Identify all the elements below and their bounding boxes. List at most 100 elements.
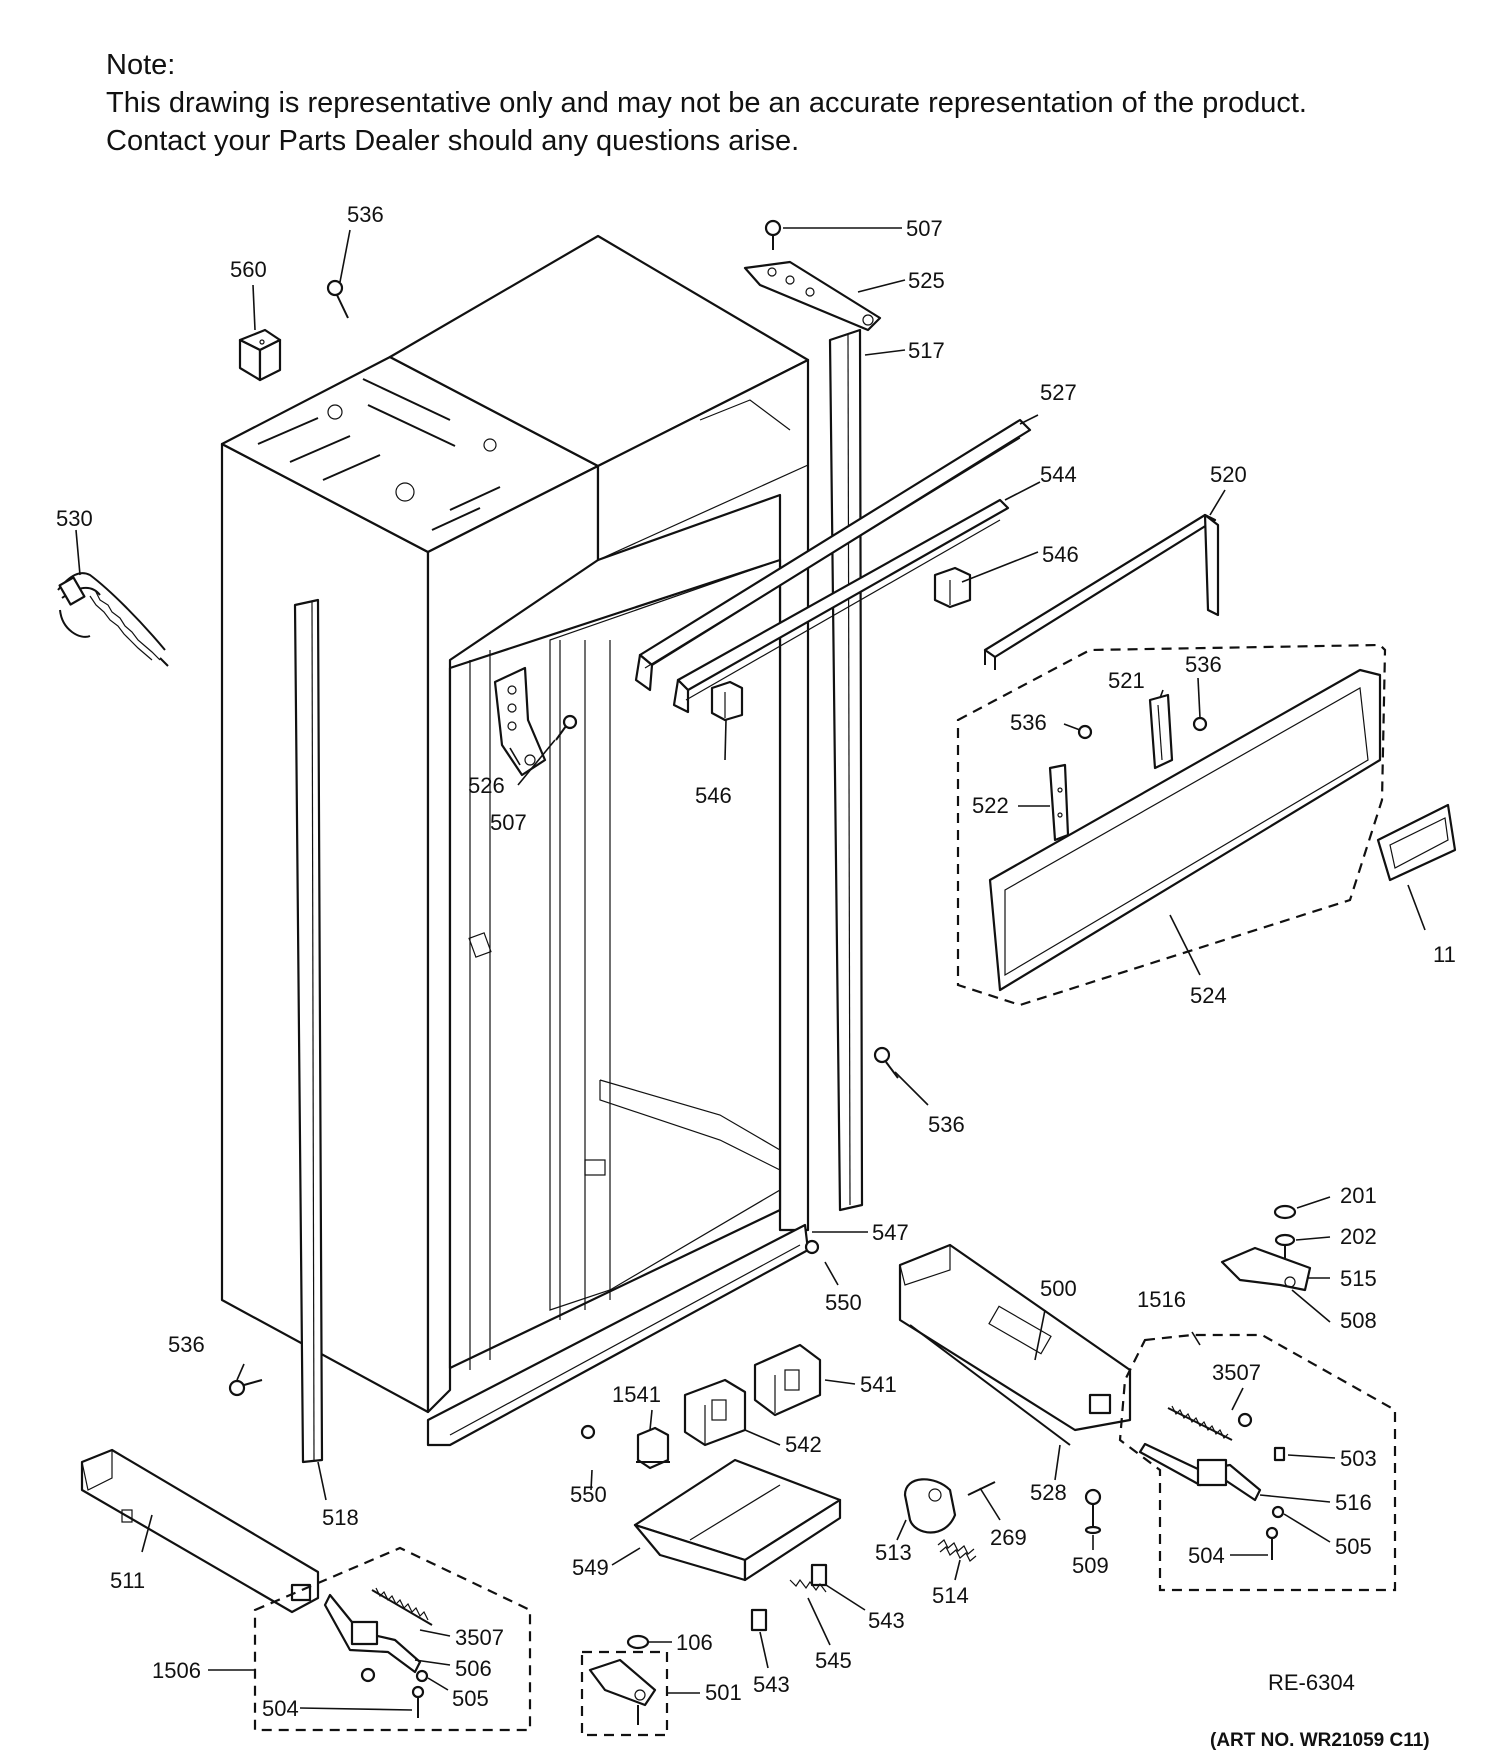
pin-202	[1274, 1233, 1296, 1258]
component-541	[753, 1343, 822, 1417]
screw-1506	[360, 1667, 376, 1683]
label-515: 515	[1340, 1266, 1377, 1291]
label-269: 269	[990, 1525, 1027, 1550]
screw-550-upper	[804, 1239, 820, 1255]
art-number: (ART NO. WR21059 C11)	[1210, 1730, 1430, 1751]
washer-505-right	[1271, 1505, 1285, 1519]
label-550-b: 550	[570, 1482, 607, 1507]
label-536-c: 536	[1010, 710, 1047, 735]
rod-528	[909, 1324, 1071, 1446]
foot-543-right	[810, 1563, 828, 1587]
note-line-1: This drawing is representative only and …	[106, 87, 1307, 119]
label-506: 506	[455, 1656, 492, 1681]
label-541: 541	[860, 1372, 897, 1397]
label-503: 503	[1340, 1446, 1377, 1471]
label-505-b: 505	[452, 1686, 489, 1711]
screw-507-mid	[555, 714, 578, 741]
label-516: 516	[1335, 1490, 1372, 1515]
bushing-201	[1273, 1204, 1297, 1220]
label-536-b: 536	[1185, 652, 1222, 677]
label-11: 11	[1433, 942, 1456, 967]
label-1506: 1506	[152, 1658, 201, 1683]
screw-550-lower	[580, 1424, 596, 1440]
label-549: 549	[572, 1555, 609, 1580]
label-518: 518	[322, 1505, 359, 1530]
label-504-b: 504	[262, 1696, 299, 1721]
reference-code: RE-6304	[1268, 1670, 1355, 1695]
label-106: 106	[676, 1630, 713, 1655]
label-530: 530	[56, 506, 93, 531]
label-507-a: 507	[906, 216, 943, 241]
label-500: 500	[1040, 1276, 1077, 1301]
label-547: 547	[872, 1220, 909, 1245]
front-rail-547	[426, 1223, 810, 1447]
screw-536-grille-a	[1077, 724, 1093, 740]
label-546-b: 546	[695, 783, 732, 808]
label-202: 202	[1340, 1224, 1377, 1249]
label-522: 522	[972, 793, 1009, 818]
grille-frame-524	[988, 668, 1382, 992]
label-201: 201	[1340, 1183, 1377, 1208]
closer-assembly-region-1516	[1118, 1333, 1397, 1592]
bracket-560	[238, 328, 282, 382]
label-536-d: 536	[928, 1112, 965, 1137]
screw-509	[1084, 1488, 1102, 1535]
control-housing-500	[898, 1243, 1132, 1432]
label-526: 526	[468, 773, 505, 798]
spring-3507-left	[371, 1587, 433, 1626]
motor-513	[903, 1478, 957, 1534]
rail-527	[634, 418, 1032, 692]
tray-549	[633, 1458, 842, 1582]
closer-assembly-region-1506	[253, 1546, 532, 1732]
leader-lines	[75, 227, 1426, 1711]
screw-536-right	[873, 1046, 899, 1079]
cam-arm-506	[323, 1593, 422, 1674]
washer-505-left	[415, 1669, 429, 1683]
screw-3507-right	[1237, 1412, 1253, 1428]
screw-504-right	[1265, 1526, 1279, 1560]
note-heading: Note:	[106, 49, 176, 81]
trim-strip-518	[293, 598, 324, 1464]
label-527: 527	[1040, 380, 1077, 405]
label-525: 525	[908, 268, 945, 293]
label-560: 560	[230, 257, 267, 282]
label-517: 517	[908, 338, 945, 363]
note-line-2: Contact your Parts Dealer should any que…	[106, 125, 800, 157]
hinge-522	[1048, 763, 1070, 842]
top-hinge-525	[743, 260, 882, 332]
label-1541: 1541	[612, 1382, 661, 1407]
label-514: 514	[932, 1583, 969, 1608]
label-542: 542	[785, 1432, 822, 1457]
label-524: 524	[1190, 983, 1227, 1008]
trim-strip-517	[828, 328, 864, 1212]
label-509: 509	[1072, 1553, 1109, 1578]
label-544: 544	[1040, 462, 1077, 487]
spring-514	[937, 1539, 977, 1562]
label-505-a: 505	[1335, 1534, 1372, 1559]
label-545: 545	[815, 1648, 852, 1673]
label-528: 528	[1030, 1480, 1067, 1505]
hinge-521	[1148, 693, 1174, 770]
screw-504-left	[411, 1685, 425, 1718]
screw-269	[967, 1481, 996, 1496]
cabinet-case	[220, 234, 810, 1414]
rail-544	[672, 498, 1010, 714]
screw-507-top	[764, 219, 782, 250]
label-504-a: 504	[1188, 1543, 1225, 1568]
label-501: 501	[705, 1680, 742, 1705]
switch-546-lower	[710, 680, 744, 722]
label-543-b: 543	[753, 1672, 790, 1697]
spring-3507-right	[1167, 1405, 1233, 1441]
grille-assembly-region-524	[956, 643, 1387, 1007]
spring-545	[789, 1578, 827, 1593]
hinge-assembly-region-501	[580, 1650, 669, 1737]
switch-546-upper	[933, 566, 972, 609]
power-cord-530	[57, 572, 169, 667]
disclaimer-note: Note: This drawing is representative onl…	[106, 46, 1307, 160]
bushing-503	[1273, 1446, 1286, 1462]
label-1516: 1516	[1137, 1287, 1186, 1312]
bushing-106	[626, 1634, 650, 1650]
label-507-b: 507	[490, 810, 527, 835]
label-536-e: 536	[168, 1332, 205, 1357]
